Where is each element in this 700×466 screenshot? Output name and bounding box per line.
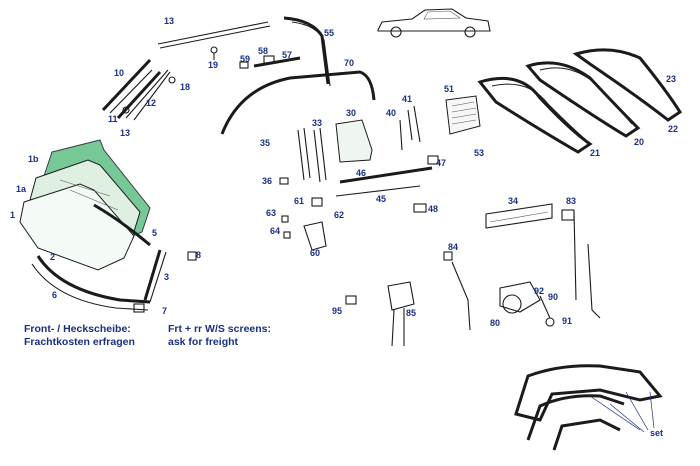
part-label-3: 3 bbox=[164, 272, 170, 282]
window-seals bbox=[477, 48, 683, 154]
part-label-18: 18 bbox=[180, 82, 191, 92]
car-silhouette bbox=[377, 8, 491, 38]
freight-note-german-line1: Front- / Heckscheibe: bbox=[24, 323, 131, 335]
freight-note-german-line2: Frachtkosten erfragen bbox=[24, 336, 135, 348]
part-label-55: 55 bbox=[324, 28, 335, 38]
a-pillar-trims bbox=[101, 58, 171, 121]
part-label-19: 19 bbox=[208, 60, 219, 70]
part-label-62: 62 bbox=[334, 210, 345, 220]
part-label-70: 70 bbox=[344, 58, 355, 68]
part-label-64: 64 bbox=[270, 226, 281, 236]
part-label-40: 40 bbox=[386, 108, 397, 118]
part-label-63: 63 bbox=[266, 208, 277, 218]
part-label-61: 61 bbox=[294, 196, 305, 206]
part-label-60: 60 bbox=[310, 248, 321, 258]
part-label-46: 46 bbox=[356, 168, 367, 178]
part-label-13-top: 13 bbox=[164, 16, 175, 26]
part-label-12: 12 bbox=[146, 98, 157, 108]
window-motor bbox=[387, 281, 415, 347]
freight-note-english-line1: Frt + rr W/S screens: bbox=[168, 323, 271, 335]
part-label-8: 8 bbox=[196, 250, 202, 260]
part-label-21: 21 bbox=[590, 148, 601, 158]
part-label-23: 23 bbox=[666, 74, 677, 84]
quarter-glass bbox=[445, 95, 481, 135]
windshield-moldings bbox=[31, 249, 167, 313]
part-label-83: 83 bbox=[566, 196, 577, 206]
freight-note-english-line2: ask for freight bbox=[168, 336, 239, 348]
part-label-85: 85 bbox=[406, 308, 417, 318]
part-label-47: 47 bbox=[436, 158, 447, 168]
door-window-parts bbox=[297, 105, 433, 197]
part-label-35: 35 bbox=[260, 138, 271, 148]
roof-rails bbox=[122, 16, 376, 135]
part-label-41: 41 bbox=[402, 94, 413, 104]
part-label-92: 92 bbox=[534, 286, 545, 296]
part-label-58: 58 bbox=[258, 46, 269, 56]
part-label-33: 33 bbox=[312, 118, 323, 128]
part-label-11: 11 bbox=[108, 114, 118, 124]
part-label-80: 80 bbox=[490, 318, 501, 328]
part-label-48: 48 bbox=[428, 204, 439, 214]
part-label-51: 51 bbox=[444, 84, 455, 94]
part-label-1a: 1a bbox=[16, 184, 27, 194]
part-label-set: set bbox=[650, 428, 664, 438]
part-label-6: 6 bbox=[52, 290, 58, 300]
part-label-95: 95 bbox=[332, 306, 343, 316]
part-label-13-bottom: 13 bbox=[120, 128, 131, 138]
part-label-53: 53 bbox=[474, 148, 485, 158]
part-label-59: 59 bbox=[240, 54, 251, 64]
part-label-1: 1 bbox=[10, 210, 16, 220]
window-regulator bbox=[451, 203, 601, 331]
part-label-30: 30 bbox=[346, 108, 357, 118]
seal-set-drawing bbox=[514, 364, 663, 451]
part-label-91: 91 bbox=[562, 316, 573, 326]
windshield-glass bbox=[19, 139, 151, 271]
part-label-5: 5 bbox=[152, 228, 158, 238]
part-label-22: 22 bbox=[668, 124, 679, 134]
part-label-45: 45 bbox=[376, 194, 387, 204]
part-label-7: 7 bbox=[162, 306, 168, 316]
part-label-1b: 1b bbox=[28, 154, 39, 164]
part-label-36: 36 bbox=[262, 176, 273, 186]
part-label-20: 20 bbox=[634, 137, 645, 147]
part-label-2: 2 bbox=[50, 252, 56, 262]
part-label-84: 84 bbox=[448, 242, 459, 252]
part-label-34: 34 bbox=[508, 196, 519, 206]
part-label-10: 10 bbox=[114, 68, 125, 78]
part-label-57: 57 bbox=[282, 50, 293, 60]
part-label-90: 90 bbox=[548, 292, 559, 302]
small-fittings bbox=[168, 55, 575, 305]
